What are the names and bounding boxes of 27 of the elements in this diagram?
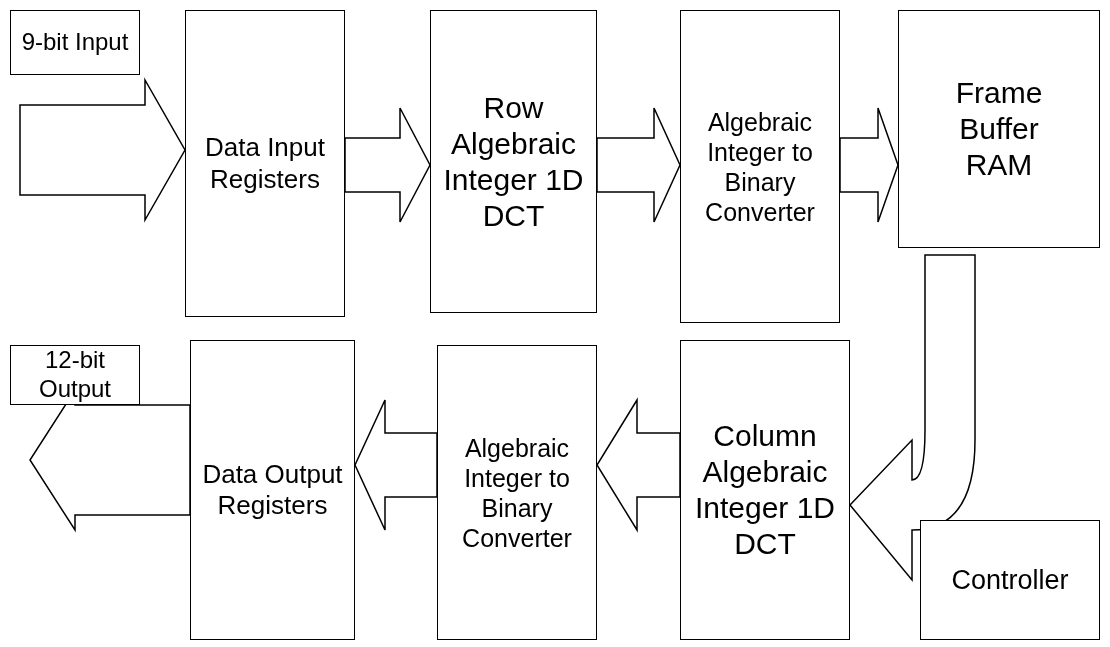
process-box — [920, 520, 1100, 640]
box-label: 12-bit Output — [37, 346, 112, 404]
process-box — [680, 10, 840, 323]
block-arrow — [839, 107, 899, 223]
process-box — [437, 345, 597, 640]
process-box — [10, 345, 140, 405]
block-arrow — [344, 107, 431, 223]
box-label: Row Algebraic Integer 1D DCT — [442, 89, 585, 234]
process-box — [430, 10, 597, 313]
block-arrow — [596, 107, 681, 223]
box-label: 9-bit Input — [21, 28, 129, 57]
process-box — [898, 10, 1100, 248]
process-box — [10, 10, 140, 75]
process-box — [190, 340, 355, 640]
box-label: Algebraic Integer to Binary Converter — [704, 106, 816, 227]
box-label: Algebraic Integer to Binary Converter — [461, 432, 573, 553]
box-label: Data Input Registers — [204, 132, 326, 195]
block-arrow — [849, 254, 976, 581]
block-arrow — [354, 399, 438, 531]
box-label: Column Algebraic Integer 1D DCT — [693, 418, 837, 562]
box-label: Controller — [951, 563, 1069, 597]
box-label: Frame Buffer RAM — [954, 75, 1044, 183]
box-label: Data Output Registers — [201, 458, 344, 522]
process-box — [185, 10, 345, 317]
block-arrow — [19, 77, 186, 223]
process-box — [680, 340, 850, 640]
block-arrow — [596, 397, 681, 533]
